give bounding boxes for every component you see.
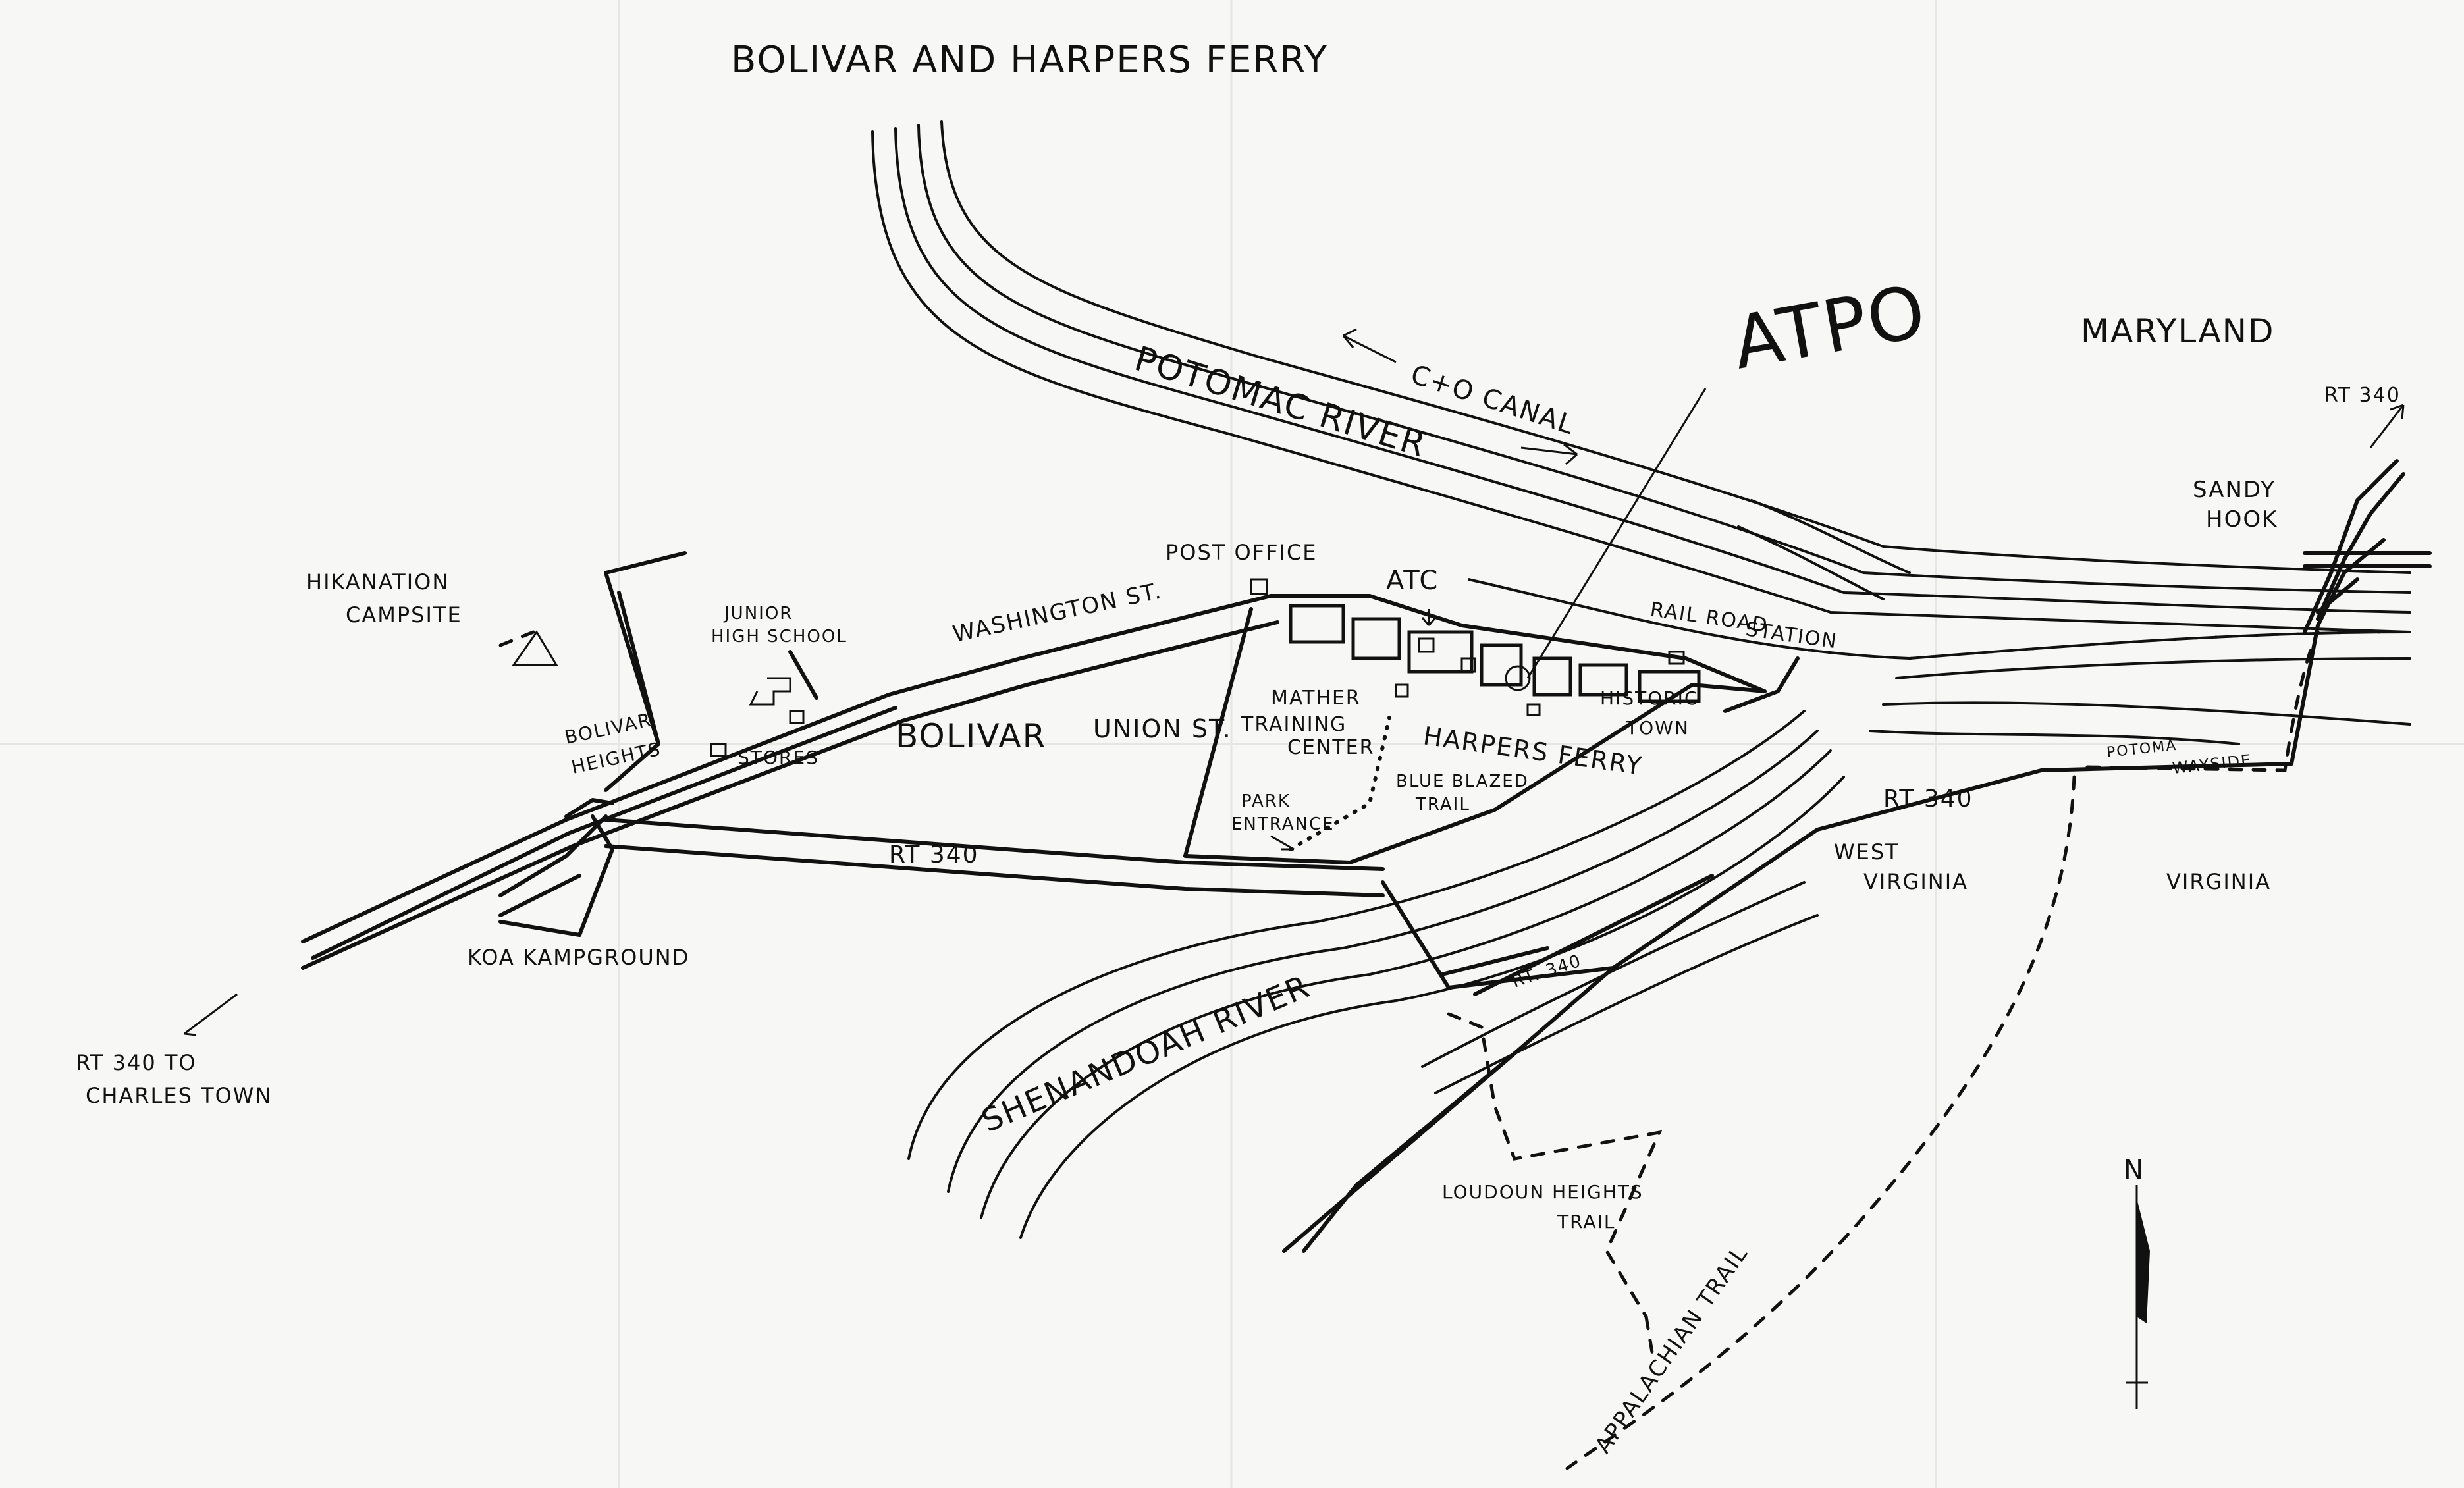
- west-label: WEST: [1834, 839, 1900, 864]
- campsite-triangle-icon: [512, 630, 558, 666]
- park-label: PARK: [1241, 791, 1291, 811]
- west-virginia-label: VIRGINIA: [1863, 869, 1968, 894]
- post-office-icon: [1250, 578, 1268, 595]
- post-office-label: POST OFFICE: [1165, 540, 1318, 565]
- virginia-label: VIRGINIA: [2166, 869, 2271, 894]
- maryland-label: MARYLAND: [2081, 312, 2275, 350]
- charles-town-label: CHARLES TOWN: [86, 1083, 272, 1108]
- historic-label: HISTORIC: [1600, 687, 1699, 709]
- trails: [498, 630, 2320, 1470]
- loudoun-trail-label: TRAIL: [1557, 1211, 1615, 1233]
- sandy-hook-label: SANDY: [2193, 477, 2276, 503]
- loudoun-heights-label: LOUDOUN HEIGHTS: [1442, 1181, 1644, 1203]
- rt340-charles-label: RT 340 TO: [76, 1050, 197, 1075]
- atpo-label: ATPO: [1727, 269, 1933, 385]
- north-arrow-icon: N: [2124, 1155, 2150, 1409]
- hikanation-label: HIKANATION: [306, 570, 449, 595]
- training-label: TRAINING: [1241, 713, 1347, 736]
- roads: [301, 459, 2432, 1253]
- wayside-label: WAYSIDE: [2172, 751, 2253, 778]
- potomac-wayside-label: POTOMA: [2106, 737, 2178, 761]
- koa-label: KOA KAMPGROUND: [468, 945, 689, 970]
- atc-label: ATC: [1386, 566, 1439, 596]
- buildings: [710, 578, 1701, 757]
- sandy-hook-label-2: HOOK: [2206, 506, 2278, 533]
- center-label: CENTER: [1287, 736, 1374, 759]
- campsite-label: CAMPSITE: [346, 602, 462, 627]
- bolivar-label: BOLIVAR: [896, 717, 1046, 755]
- entrance-label: ENTRANCE: [1231, 814, 1335, 834]
- mather-label: MATHER: [1271, 687, 1361, 710]
- rt340-ne-label: RT 340: [2324, 384, 2401, 407]
- atc-building-icon: [1418, 637, 1435, 653]
- washington-st-label: WASHINGTON ST.: [951, 577, 1165, 647]
- trail-label: TRAIL: [1415, 795, 1470, 814]
- union-st-label: UNION ST.: [1093, 714, 1232, 743]
- blue-blazed-label: BLUE BLAZED: [1396, 772, 1529, 791]
- atpo-pointer: [1526, 388, 1707, 679]
- map-title: BOLIVAR AND HARPERS FERRY: [731, 39, 1328, 82]
- arrows: [184, 328, 2405, 1036]
- junior-high-label: JUNIOR: [723, 604, 793, 624]
- stores-label: STORES: [737, 747, 819, 768]
- railroad: [1468, 578, 2411, 660]
- shenandoah-river: [907, 710, 1845, 1239]
- north-label: N: [2124, 1155, 2145, 1185]
- shenandoah-river-label: SHENANDOAH RIVER: [977, 968, 1316, 1140]
- rt340-center-label: RT 340: [889, 841, 979, 868]
- town-label: TOWN: [1626, 717, 1690, 739]
- rt340-east-label: RT 340: [1883, 785, 1973, 812]
- co-canal-label: C+O CANAL: [1407, 359, 1578, 441]
- high-school-label: HIGH SCHOOL: [711, 627, 847, 647]
- potomac-river: [871, 120, 2411, 745]
